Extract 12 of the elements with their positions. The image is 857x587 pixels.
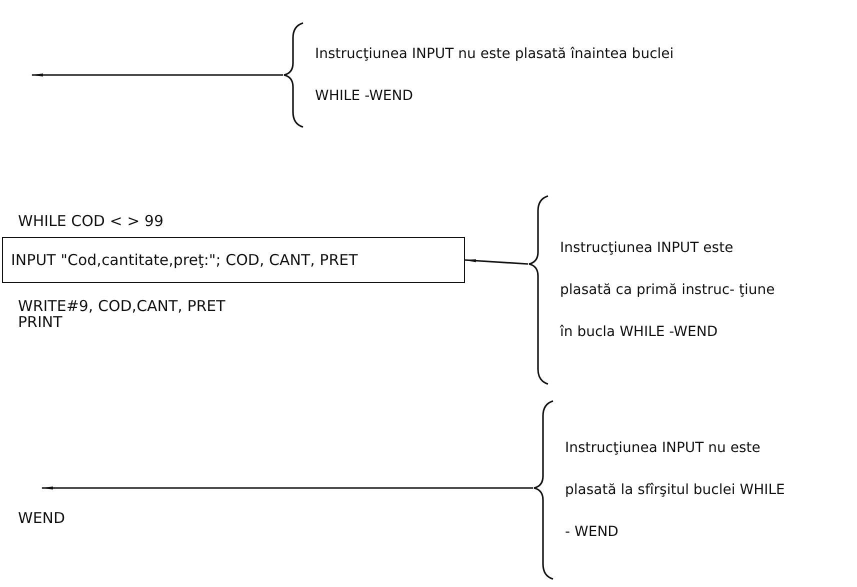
code-line: INPUT "Cod,cantitate,preţ:"; COD, CANT, PRET xyxy=(11,251,358,269)
code-line: PRINT xyxy=(18,313,62,331)
arrow xyxy=(464,259,528,265)
note-text: Instrucţiunea INPUT nu este plasată înaintea buclei WHILE -WEND xyxy=(315,45,675,106)
arrow xyxy=(41,486,533,490)
code-line: WEND xyxy=(18,509,66,527)
arrow xyxy=(31,74,283,76)
code-box xyxy=(2,237,465,283)
code-line: WRITE#9, COD,CANT, PRET xyxy=(18,297,226,315)
code-line: WHILE COD < > 99 xyxy=(18,212,164,230)
note-text: Instrucţiunea INPUT este plasată ca primă instruc- ţiune în bucla WHILE -WEND xyxy=(560,239,776,342)
note-text: Instrucţiunea INPUT nu este plasată la sfîrşitul buclei WHILE - WEND xyxy=(565,439,786,542)
